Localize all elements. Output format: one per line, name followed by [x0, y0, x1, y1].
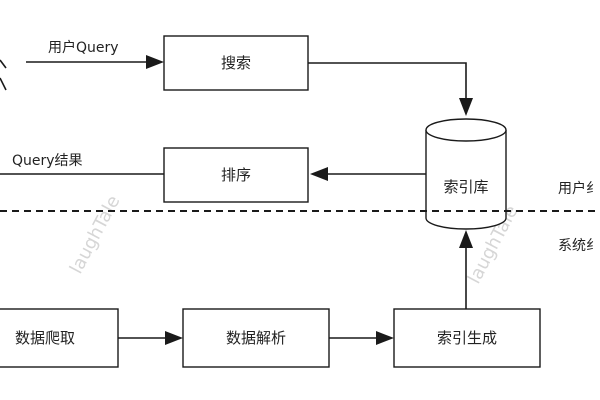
node-sort-label: 排序 — [221, 166, 251, 184]
edge-label-user-query: 用户Query — [48, 39, 119, 56]
node-index-build-label: 索引生成 — [437, 329, 497, 347]
node-parse — [182, 308, 330, 368]
node-search-label: 搜索 — [221, 54, 251, 72]
watermark-left: laughTale — [66, 192, 125, 277]
arrowhead-index-to-sort — [310, 167, 328, 181]
offcanvas-user-fragment — [0, 59, 7, 91]
arrowhead-parse-to-build — [376, 331, 394, 345]
arrowhead-user-query — [146, 55, 164, 69]
side-label-system: 系统纟 — [558, 238, 600, 254]
edge-label-query-result: Query结果 — [12, 153, 83, 169]
edge-search-to-index — [308, 62, 467, 100]
node-index-db-label: 索引库 — [443, 178, 488, 196]
arrowhead-crawl-to-parse — [165, 331, 183, 345]
node-index-build — [393, 308, 541, 368]
arrowhead-search-to-index — [459, 98, 473, 116]
node-search — [163, 35, 309, 91]
arrowhead-build-to-index — [459, 230, 473, 248]
node-index-db — [425, 118, 507, 230]
side-label-user: 用户纟 — [558, 180, 600, 197]
node-parse-label: 数据解析 — [226, 329, 286, 347]
node-crawl-label: 数据爬取 — [15, 329, 75, 347]
node-sort — [163, 147, 309, 203]
node-crawl — [0, 308, 119, 368]
cylinder-top — [425, 118, 507, 142]
cylinder-body — [425, 130, 507, 230]
